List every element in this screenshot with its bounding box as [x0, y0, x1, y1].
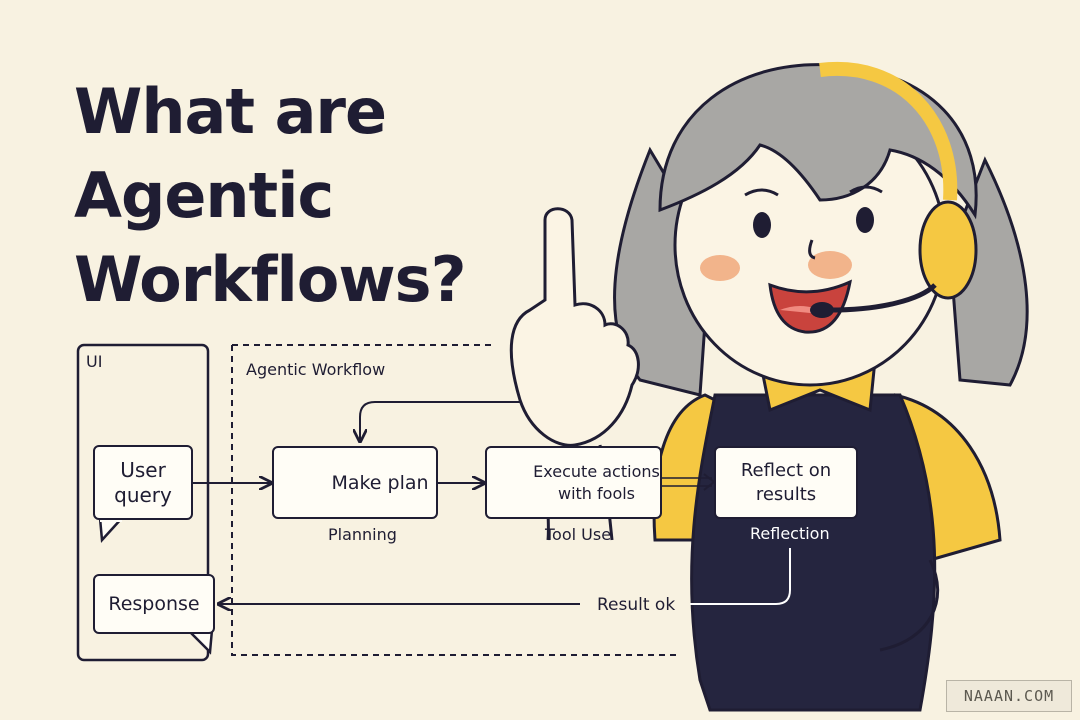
title-line-3: Workflows? [74, 243, 467, 316]
execute-line-1: Execute actions [533, 461, 660, 481]
response-node: Response [93, 574, 215, 634]
response-label: Response [108, 593, 200, 615]
title-line-2: Agentic [74, 159, 334, 232]
hair-bangs [658, 63, 978, 220]
right-eye [856, 207, 874, 233]
headset-band [819, 61, 958, 201]
left-eye [753, 212, 771, 238]
make-plan-label: Make plan [331, 471, 429, 494]
tool-use-caption: Tool Use [545, 525, 612, 544]
workflow-panel-label: Agentic Workflow [246, 360, 386, 379]
watermark: NAAAN.COM [946, 680, 1072, 712]
title-line-1: What are [74, 75, 387, 148]
execute-line-2: with fools [557, 483, 636, 503]
reflection-caption: Reflection [750, 524, 830, 543]
planning-caption: Planning [328, 525, 397, 544]
reflect-line-1: Reflect on [740, 459, 832, 481]
support-agent-character [509, 61, 1029, 712]
reflect-node: Reflect on results [714, 446, 858, 519]
user-query-line-1: User [120, 457, 166, 482]
page-title: What are Agentic Workflows? [74, 70, 467, 322]
ui-panel-frame [76, 343, 210, 662]
ui-panel-label: UI [86, 352, 103, 371]
execute-actions-node: Execute actions with fools [485, 446, 662, 519]
raised-hand [509, 207, 640, 447]
result-ok-label: Result ok [597, 595, 676, 615]
make-plan-node: Make plan [272, 446, 438, 519]
user-query-node: User query [93, 445, 193, 520]
arrow-reflect-to-response [690, 548, 791, 605]
arrow-loop-back-to-plan [360, 401, 520, 440]
reflect-line-2: results [755, 483, 817, 505]
arrow-execute-to-reflect [662, 477, 712, 487]
vest [690, 393, 937, 712]
headset-mic [829, 283, 937, 313]
user-query-line-2: query [114, 482, 172, 507]
headset-earpiece-icon [918, 200, 978, 300]
